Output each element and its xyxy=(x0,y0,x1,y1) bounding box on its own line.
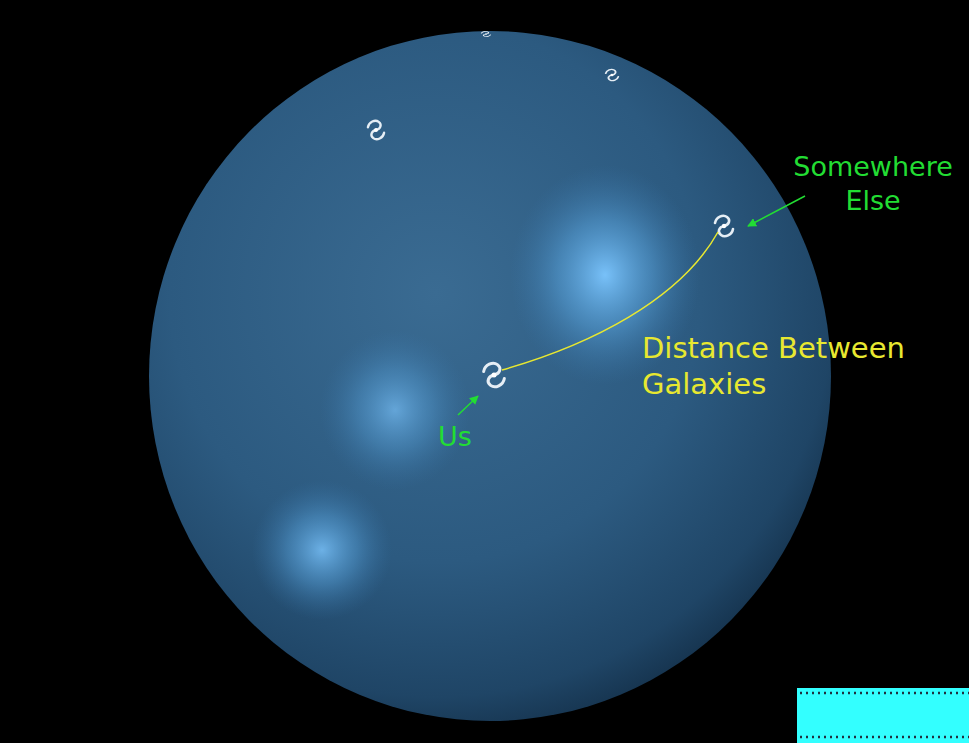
place-label: Us xyxy=(425,420,485,454)
leader-arrow xyxy=(458,396,478,415)
galaxy xyxy=(368,121,384,139)
leader-arrow xyxy=(748,196,805,226)
glow-spot xyxy=(320,330,470,490)
panel-dots xyxy=(800,736,969,739)
panel-dots xyxy=(800,692,969,695)
glow-spot xyxy=(252,480,392,620)
galaxy xyxy=(606,69,619,80)
place-label: Somewhere Else xyxy=(782,150,964,218)
corner-panel xyxy=(797,688,969,743)
distance-label: Distance Between Galaxies xyxy=(642,330,932,403)
galaxy xyxy=(482,31,491,36)
galaxy xyxy=(484,363,505,386)
